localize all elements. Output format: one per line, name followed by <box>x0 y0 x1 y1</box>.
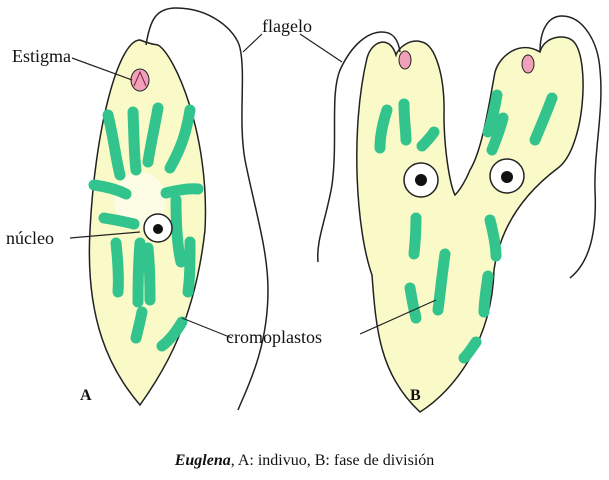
chromoplast <box>130 306 148 344</box>
chromoplast <box>88 179 132 200</box>
chromoplast <box>458 336 482 364</box>
figure-caption: Euglena, A: indivuo, B: fase de división <box>0 452 609 470</box>
chromoplast <box>432 248 451 316</box>
nucleolus <box>415 174 427 186</box>
label-cromoplastos: cromoplastos <box>226 327 322 347</box>
chromoplast <box>102 109 126 181</box>
chromoplast <box>486 112 509 156</box>
label-nucleo: núcleo <box>6 228 54 248</box>
nucleolus <box>153 224 163 234</box>
cell-b <box>317 15 602 413</box>
cell-b-nucleus-right <box>489 158 525 194</box>
chromoplast <box>170 194 187 268</box>
chromoplast <box>398 98 412 146</box>
cell-b-nucleus-left <box>403 162 439 198</box>
caption-text: , A: indivuo, B: fase de división <box>230 452 435 469</box>
panel-label-b: B <box>410 387 421 404</box>
chromoplast <box>404 282 422 324</box>
chromoplast <box>484 214 502 262</box>
cell-a-central-region <box>114 172 166 228</box>
chromoplast <box>127 106 142 176</box>
cell-a-flagellum <box>145 7 269 411</box>
leader-flagelo-a <box>242 33 263 53</box>
chromoplast <box>98 212 140 230</box>
chromoplast <box>529 92 558 146</box>
leader-nucleo <box>69 231 141 239</box>
cell-a-nucleus <box>143 213 173 243</box>
leader-flagelo-b <box>299 33 343 63</box>
chromoplast <box>478 270 494 318</box>
chromoplast <box>408 212 422 260</box>
leader-cromoplastos-b <box>359 299 437 335</box>
nucleolus <box>501 171 513 183</box>
cell-b-stigma-left <box>398 50 412 70</box>
chromoplast <box>416 126 440 152</box>
chromoplast <box>182 236 196 298</box>
chromoplast <box>142 102 164 168</box>
cell-b-chromoplasts <box>374 89 558 364</box>
chromoplast <box>110 237 124 298</box>
caption-genus: Euglena <box>174 452 231 469</box>
cell-b-stigma-right <box>521 54 535 74</box>
chromoplast <box>160 183 204 199</box>
cell-b-flagellum-left <box>317 31 401 263</box>
chromoplast <box>142 242 156 306</box>
chromoplast <box>164 104 196 174</box>
leader-lines <box>69 33 437 339</box>
chromoplast <box>482 89 503 138</box>
chromoplast <box>132 237 146 308</box>
chromoplast <box>156 316 188 352</box>
label-flagelo: flagelo <box>262 16 312 36</box>
cell-a <box>88 7 269 411</box>
leader-estigma <box>71 57 133 81</box>
chromoplast <box>374 104 393 154</box>
leader-cromoplastos-a <box>181 317 233 339</box>
cell-b-flagellum-right <box>539 15 602 279</box>
panel-label-a: A <box>80 387 92 404</box>
label-estigma: Estigma <box>12 46 71 66</box>
cell-a-chromoplasts <box>88 102 204 352</box>
cell-a-stigma-mark <box>133 70 147 87</box>
